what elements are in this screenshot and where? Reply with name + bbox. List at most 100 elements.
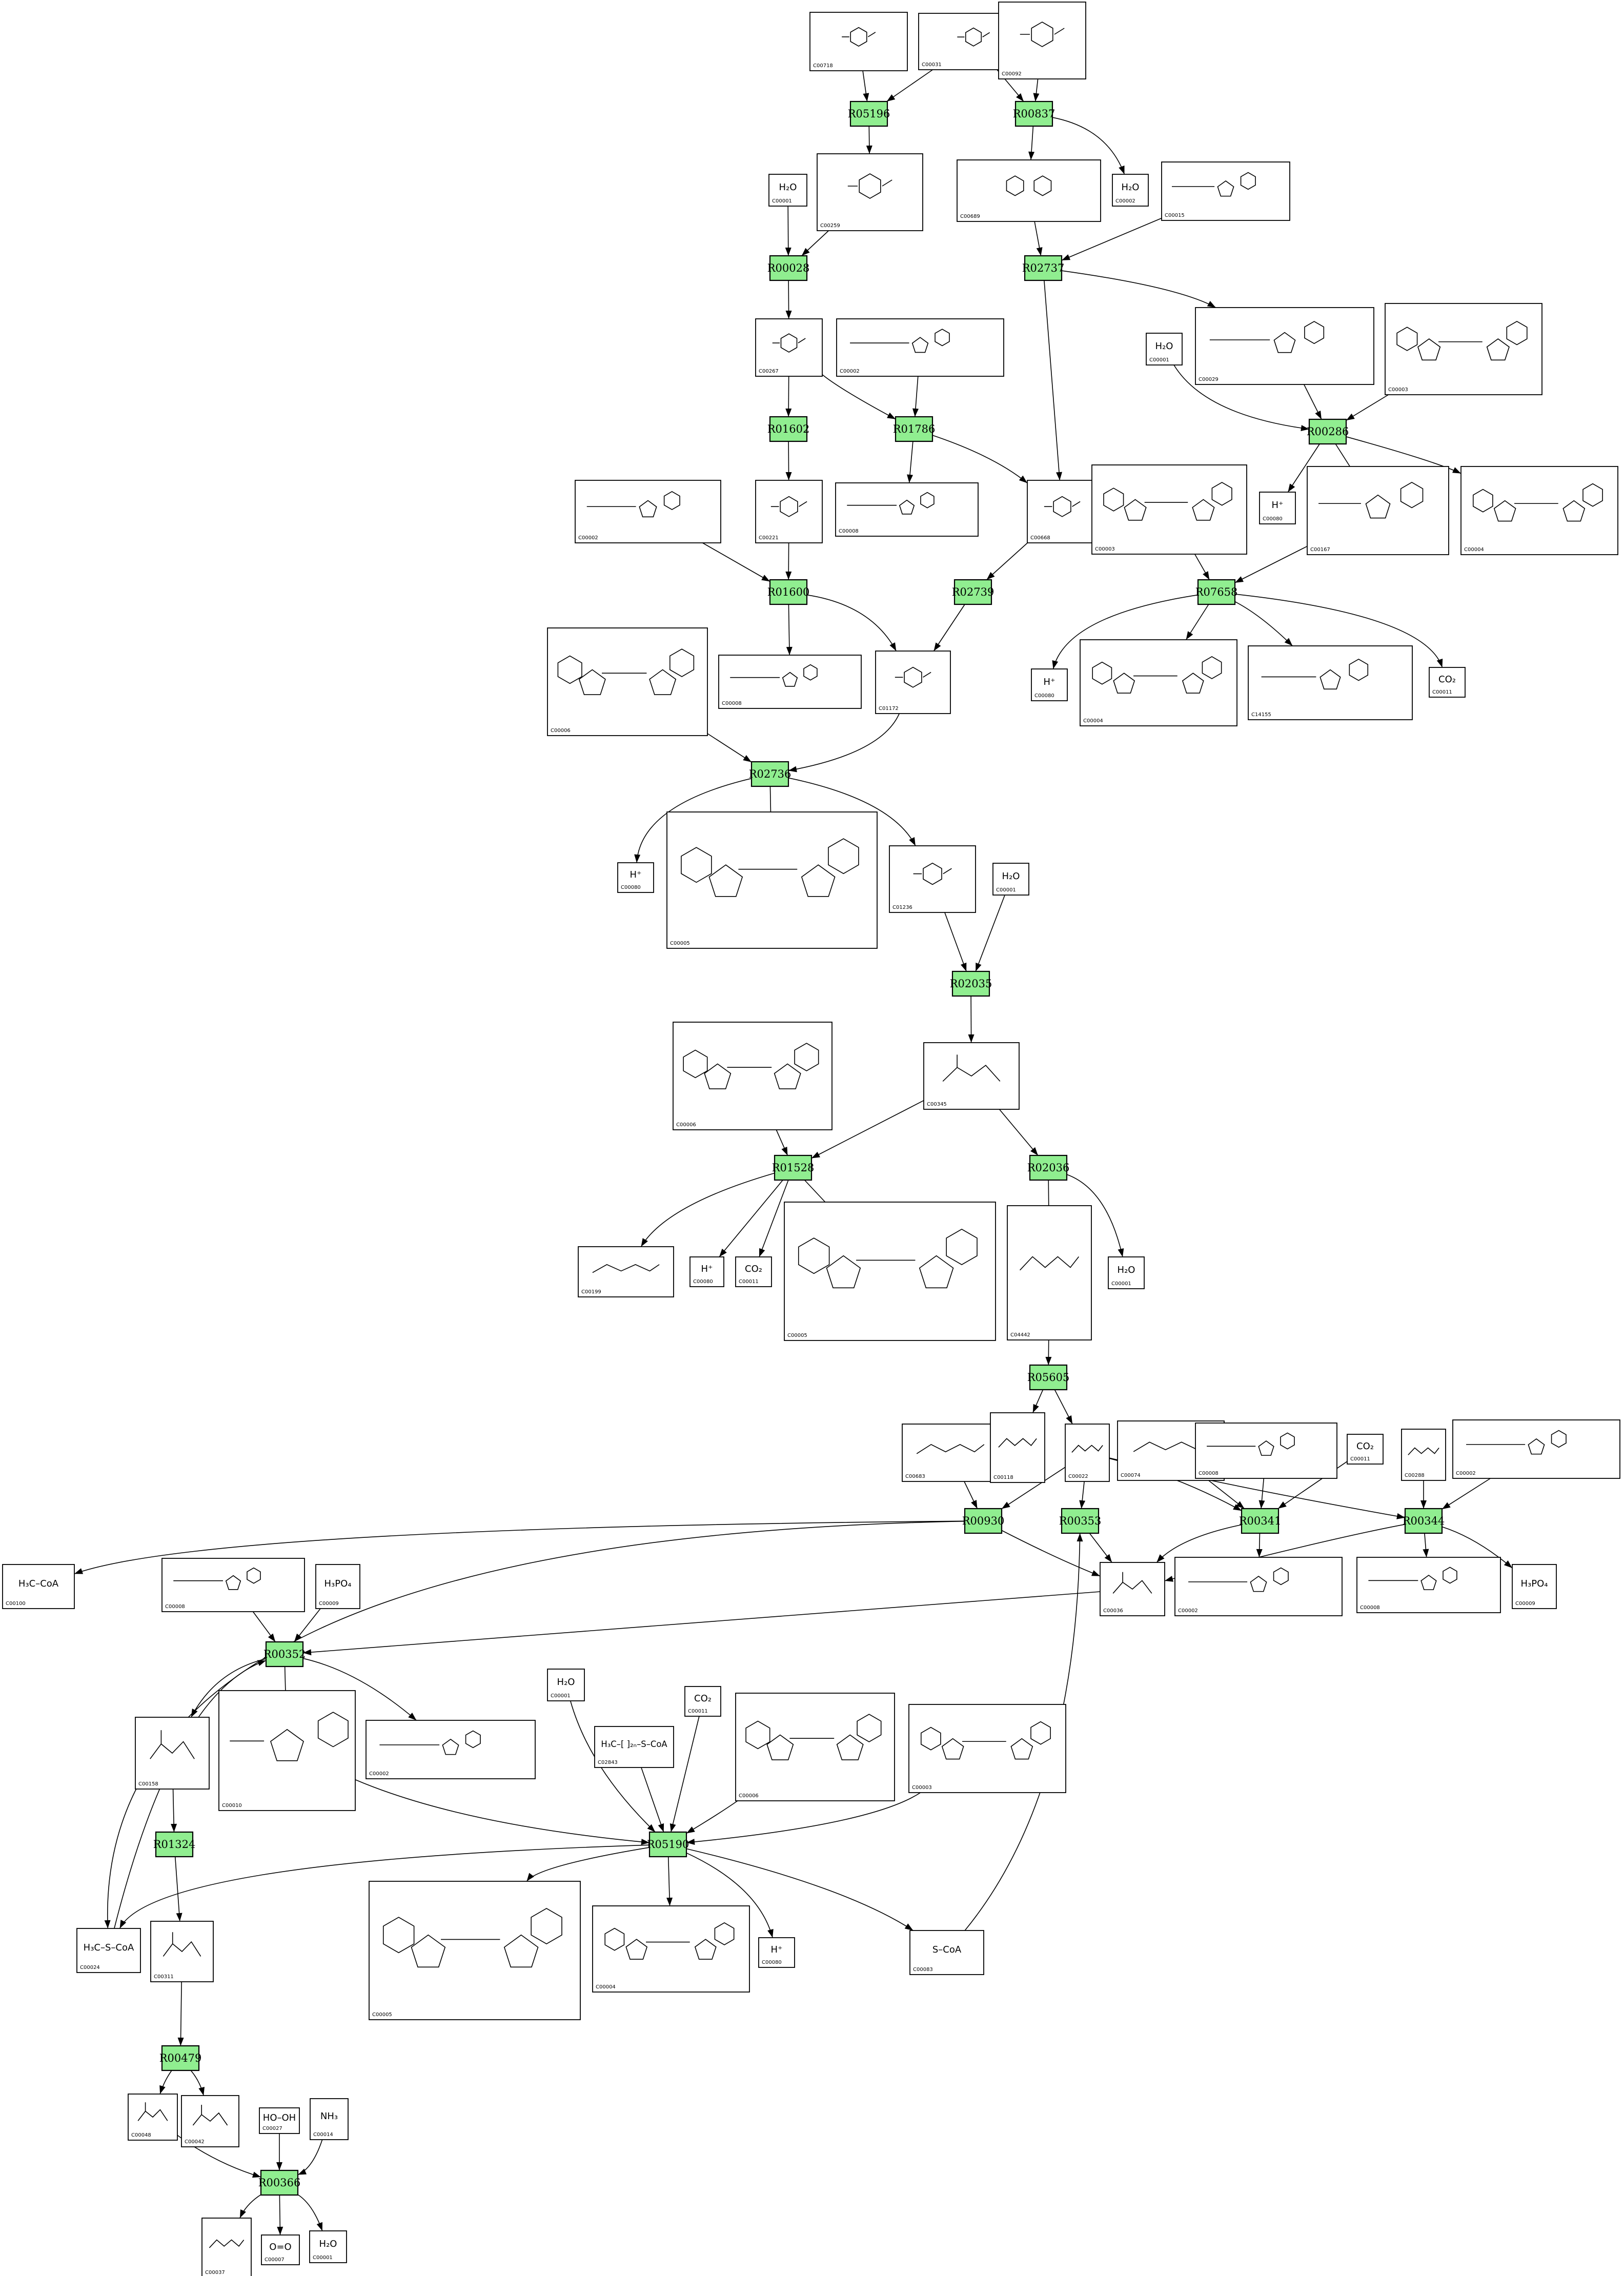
compound-c00004[interactable]: C00004: [1460, 466, 1618, 555]
reaction-r00930[interactable]: R00930: [962, 1508, 1005, 1534]
compound-c00006[interactable]: C00006: [547, 627, 708, 736]
compound-c00002[interactable]: C00002: [575, 480, 721, 543]
reaction-r01786[interactable]: R01786: [893, 416, 936, 442]
compound-c00006[interactable]: C00006: [735, 1693, 895, 1801]
compound-c00010[interactable]: C00010: [218, 1690, 356, 1811]
compound-id: C00311: [154, 1974, 174, 1980]
compound-c00008[interactable]: C00008: [835, 482, 979, 537]
reaction-r02036[interactable]: R02036: [1027, 1154, 1070, 1181]
reaction-r07658[interactable]: R07658: [1195, 579, 1238, 605]
compound-c01236[interactable]: C01236: [889, 845, 976, 913]
reaction-r00366[interactable]: R00366: [258, 2169, 301, 2196]
reaction-r02739[interactable]: R02739: [952, 579, 994, 605]
compound-c01172[interactable]: C01172: [875, 651, 951, 714]
compound-c00288[interactable]: C00288: [1401, 1429, 1446, 1481]
reaction-r00479[interactable]: R00479: [159, 2045, 202, 2071]
compound-c00005[interactable]: C00005: [784, 1202, 996, 1341]
reaction-r05190[interactable]: R05190: [647, 1831, 689, 1858]
reaction-r02035[interactable]: R02035: [950, 970, 992, 997]
reaction-r00837[interactable]: R00837: [1013, 100, 1055, 127]
compound-c14155[interactable]: C14155: [1248, 645, 1413, 720]
compound-c00118[interactable]: C00118: [990, 1412, 1045, 1483]
reaction-r01528[interactable]: R01528: [772, 1154, 815, 1181]
reaction-r00341[interactable]: R00341: [1239, 1508, 1282, 1534]
compound-c00006[interactable]: C00006: [673, 1022, 833, 1130]
reaction-r00028[interactable]: R00028: [767, 255, 810, 281]
compound-c00311[interactable]: C00311: [150, 1921, 214, 1982]
compound-c00002[interactable]: C00002: [366, 1720, 536, 1779]
compound-c00003[interactable]: C00003: [908, 1704, 1066, 1793]
compound-c00003[interactable]: C00003: [1385, 303, 1542, 395]
compound-c00048[interactable]: C00048: [128, 2094, 178, 2141]
compound-c00158[interactable]: C00158: [135, 1717, 210, 1790]
compound-c00221[interactable]: C00221: [755, 480, 823, 543]
reaction-r00344[interactable]: R00344: [1403, 1508, 1445, 1534]
compound-c00037[interactable]: C00037: [201, 2218, 252, 2276]
compound-c00080[interactable]: H⁺C00080: [1259, 492, 1296, 524]
compound-c00015[interactable]: C00015: [1161, 161, 1290, 221]
compound-c00002[interactable]: C00002: [836, 318, 1004, 377]
compound-c00005[interactable]: C00005: [666, 811, 878, 949]
compound-c00668[interactable]: C00668: [1027, 480, 1098, 543]
compound-c04442[interactable]: C04442: [1007, 1205, 1092, 1340]
reaction-r01600[interactable]: R01600: [767, 579, 810, 605]
compound-c00345[interactable]: C00345: [923, 1042, 1020, 1110]
compound-c00003[interactable]: C00003: [1091, 464, 1247, 555]
reaction-r01324[interactable]: R01324: [153, 1831, 196, 1858]
compound-c00080[interactable]: H⁺C00080: [1031, 668, 1068, 701]
compound-box: [1401, 1429, 1446, 1481]
reaction-r05196[interactable]: R05196: [848, 100, 890, 127]
reaction-r00286[interactable]: R00286: [1307, 418, 1349, 445]
compound-c00004[interactable]: C00004: [592, 1905, 750, 1993]
compound-c00167[interactable]: C00167: [1307, 466, 1449, 555]
compound-c00199[interactable]: C00199: [578, 1246, 674, 1297]
reaction-r00353[interactable]: R00353: [1059, 1508, 1102, 1534]
compound-c00022[interactable]: C00022: [1065, 1424, 1110, 1482]
compound-c00008[interactable]: C00008: [1356, 1557, 1501, 1613]
reaction-r01602[interactable]: R01602: [767, 416, 810, 442]
compound-c00002[interactable]: C00002: [1174, 1557, 1343, 1616]
compound-c00036[interactable]: C00036: [1100, 1562, 1165, 1616]
compound-c00005[interactable]: C00005: [369, 1881, 581, 2020]
compound-c00718[interactable]: C00718: [809, 12, 908, 71]
compound-c00080[interactable]: H⁺C00080: [617, 862, 654, 893]
reaction-r00352[interactable]: R00352: [263, 1641, 306, 1668]
compound-c00259[interactable]: C00259: [817, 153, 923, 231]
reaction-r02737[interactable]: R02737: [1022, 255, 1065, 281]
compound-c00008[interactable]: C00008: [1195, 1422, 1337, 1479]
compound-c00004[interactable]: C00004: [1080, 639, 1237, 726]
reaction-r02736[interactable]: R02736: [749, 761, 791, 787]
compound-c00683[interactable]: C00683: [902, 1424, 999, 1482]
compound-c00002[interactable]: C00002: [1452, 1419, 1620, 1479]
compound-c00267[interactable]: C00267: [755, 318, 823, 377]
compound-c00092[interactable]: C00092: [998, 2, 1086, 79]
compound-c00080[interactable]: H⁺C00080: [689, 1256, 724, 1287]
compound-c00042[interactable]: C00042: [181, 2095, 239, 2147]
compound-c00080[interactable]: H⁺C00080: [758, 1937, 795, 1968]
compound-c00029[interactable]: C00029: [1195, 307, 1374, 385]
compound-c00008[interactable]: C00008: [161, 1558, 305, 1612]
compound-c00008[interactable]: C00008: [718, 655, 862, 709]
compound-c00689[interactable]: C00689: [957, 159, 1101, 222]
reaction-r05605[interactable]: R05605: [1027, 1364, 1070, 1391]
